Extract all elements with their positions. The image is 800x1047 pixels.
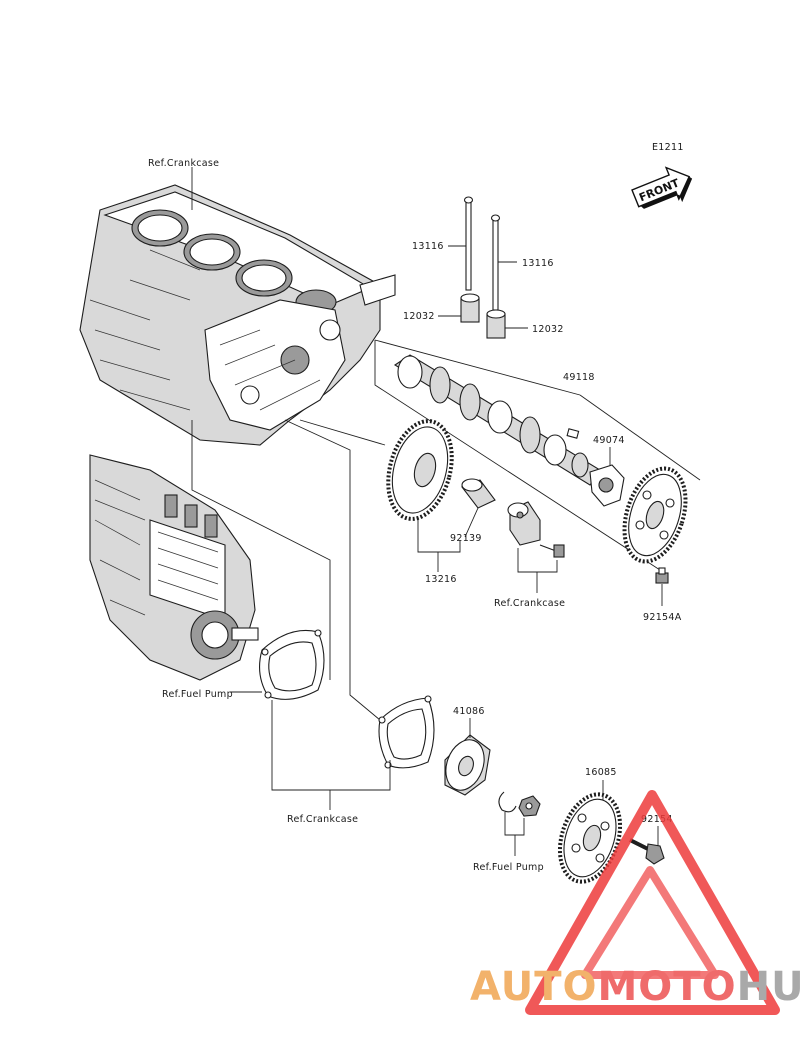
- camshaft: [393, 354, 601, 486]
- idler-bushing: [461, 478, 496, 509]
- circlip: [498, 791, 517, 813]
- fuel-pump: [89, 454, 259, 681]
- label-ref-fuel-pump-left: Ref.Fuel Pump: [162, 689, 233, 700]
- push-rod-left: [463, 196, 474, 291]
- label-ref-crankcase-bottom: Ref.Crankcase: [287, 814, 358, 825]
- tappet-left: [460, 293, 480, 323]
- push-rod-right: [490, 214, 501, 311]
- label-92139: 92139: [450, 533, 482, 544]
- center-gasket: [378, 695, 435, 769]
- bolt-92154a: [655, 567, 669, 584]
- label-13216: 13216: [425, 574, 457, 585]
- idler-gear: [386, 419, 454, 521]
- label-41086: 41086: [453, 706, 485, 717]
- label-ref-crankcase-top: Ref.Crankcase: [148, 158, 219, 169]
- label-49074: 49074: [593, 435, 625, 446]
- label-13116-b: 13116: [522, 258, 554, 269]
- label-ref-crankcase-mid: Ref.Crankcase: [494, 598, 565, 609]
- watermark-logo: [525, 790, 780, 1015]
- label-13116-a: 13116: [412, 241, 444, 252]
- watermark-hub: HUB: [737, 964, 800, 1010]
- crankcase-block: [79, 184, 396, 446]
- watermark-auto: AUTO: [470, 964, 598, 1010]
- watermark-triangle-icon: [525, 790, 780, 1015]
- label-ref-fuel-pump-bottom: Ref.Fuel Pump: [473, 862, 544, 873]
- camshaft-gear: [622, 466, 688, 564]
- label-49118: 49118: [563, 372, 595, 383]
- fuel-pump-gear: [557, 792, 623, 884]
- bolt-92154: [629, 838, 665, 865]
- label-12032-a: 12032: [403, 311, 435, 322]
- hub-nut: [518, 795, 541, 817]
- idler-shaft: [507, 501, 541, 546]
- label-92154: 92154: [641, 814, 673, 825]
- idler-bolt: [539, 544, 565, 558]
- watermark-moto: MOTO: [598, 964, 737, 1010]
- fuel-pump-gasket: [259, 629, 325, 700]
- diagram-code: E1211: [652, 142, 684, 153]
- tappet-right: [486, 309, 506, 339]
- label-16085: 16085: [585, 767, 617, 778]
- front-arrow-icon: FRONT: [631, 166, 693, 209]
- pump-hub: [444, 734, 491, 796]
- thrust-plate: [589, 464, 625, 507]
- watermark-text: AUTOMOTOHUB: [470, 964, 800, 1010]
- label-92154a: 92154A: [643, 612, 682, 623]
- label-12032-b: 12032: [532, 324, 564, 335]
